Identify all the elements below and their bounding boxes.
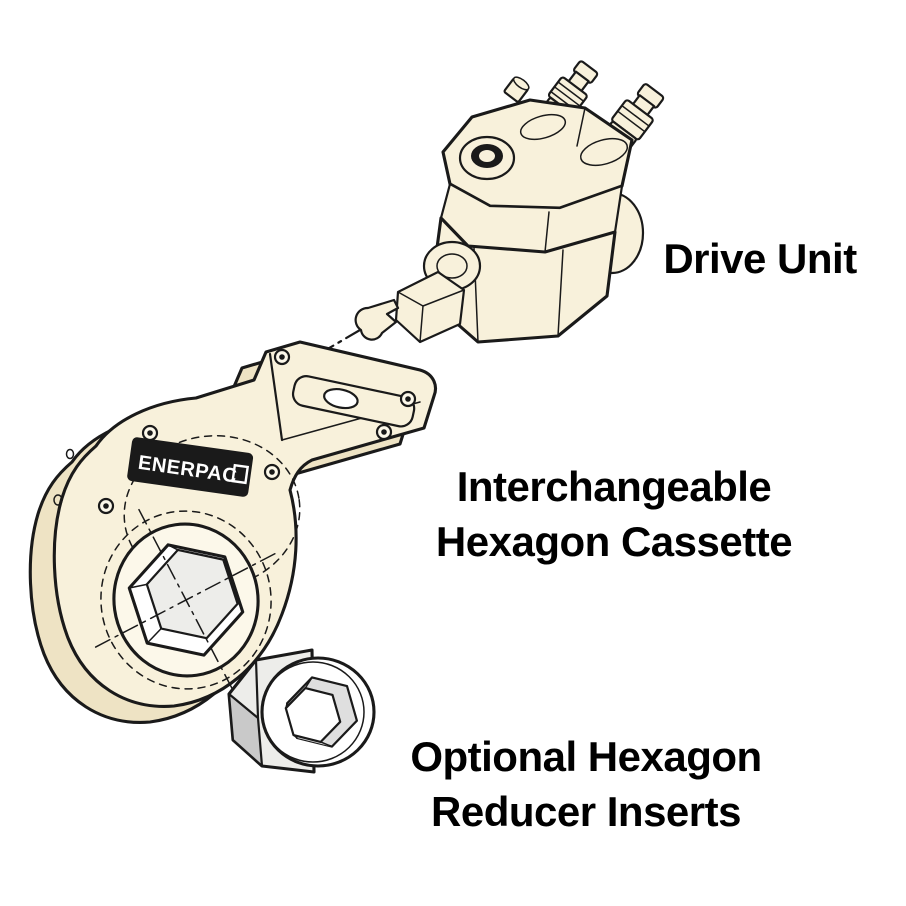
- cassette-label-line1: Interchangeable: [456, 463, 772, 510]
- side-screw-icon: [53, 494, 63, 506]
- enerpac-logo-mark-icon: [231, 463, 250, 485]
- drive-unit-label-text: Drive Unit: [663, 235, 857, 282]
- inserts-label: Optional Hexagon Reducer Inserts: [380, 730, 792, 839]
- inserts-label-line2: Reducer Inserts: [431, 787, 741, 835]
- insert-hex-bore-icon: [284, 676, 358, 748]
- hexagon-cassette-illustration: ENERPAC: [28, 340, 438, 724]
- inserts-label-line1: Optional Hexagon: [410, 733, 762, 780]
- clevis-link: [268, 352, 421, 442]
- cassette-label: Interchangeable Hexagon Cassette: [398, 460, 830, 569]
- retaining-pawl-icon: [354, 298, 400, 341]
- side-screw-icon: [65, 448, 75, 460]
- drive-unit-label: Drive Unit: [640, 232, 880, 287]
- reducer-insert-illustration: [227, 648, 376, 774]
- enerpac-logo: ENERPAC: [127, 437, 254, 497]
- cassette-label-line2: Hexagon Cassette: [435, 517, 793, 565]
- square-drive-icon: [394, 270, 466, 344]
- drive-unit-illustration: [354, 60, 665, 344]
- hidden-mechanism-outline: [123, 434, 301, 590]
- vent-cap-icon: [503, 76, 530, 103]
- release-button-icon: [458, 135, 516, 181]
- hex-opening-icon: [94, 508, 278, 692]
